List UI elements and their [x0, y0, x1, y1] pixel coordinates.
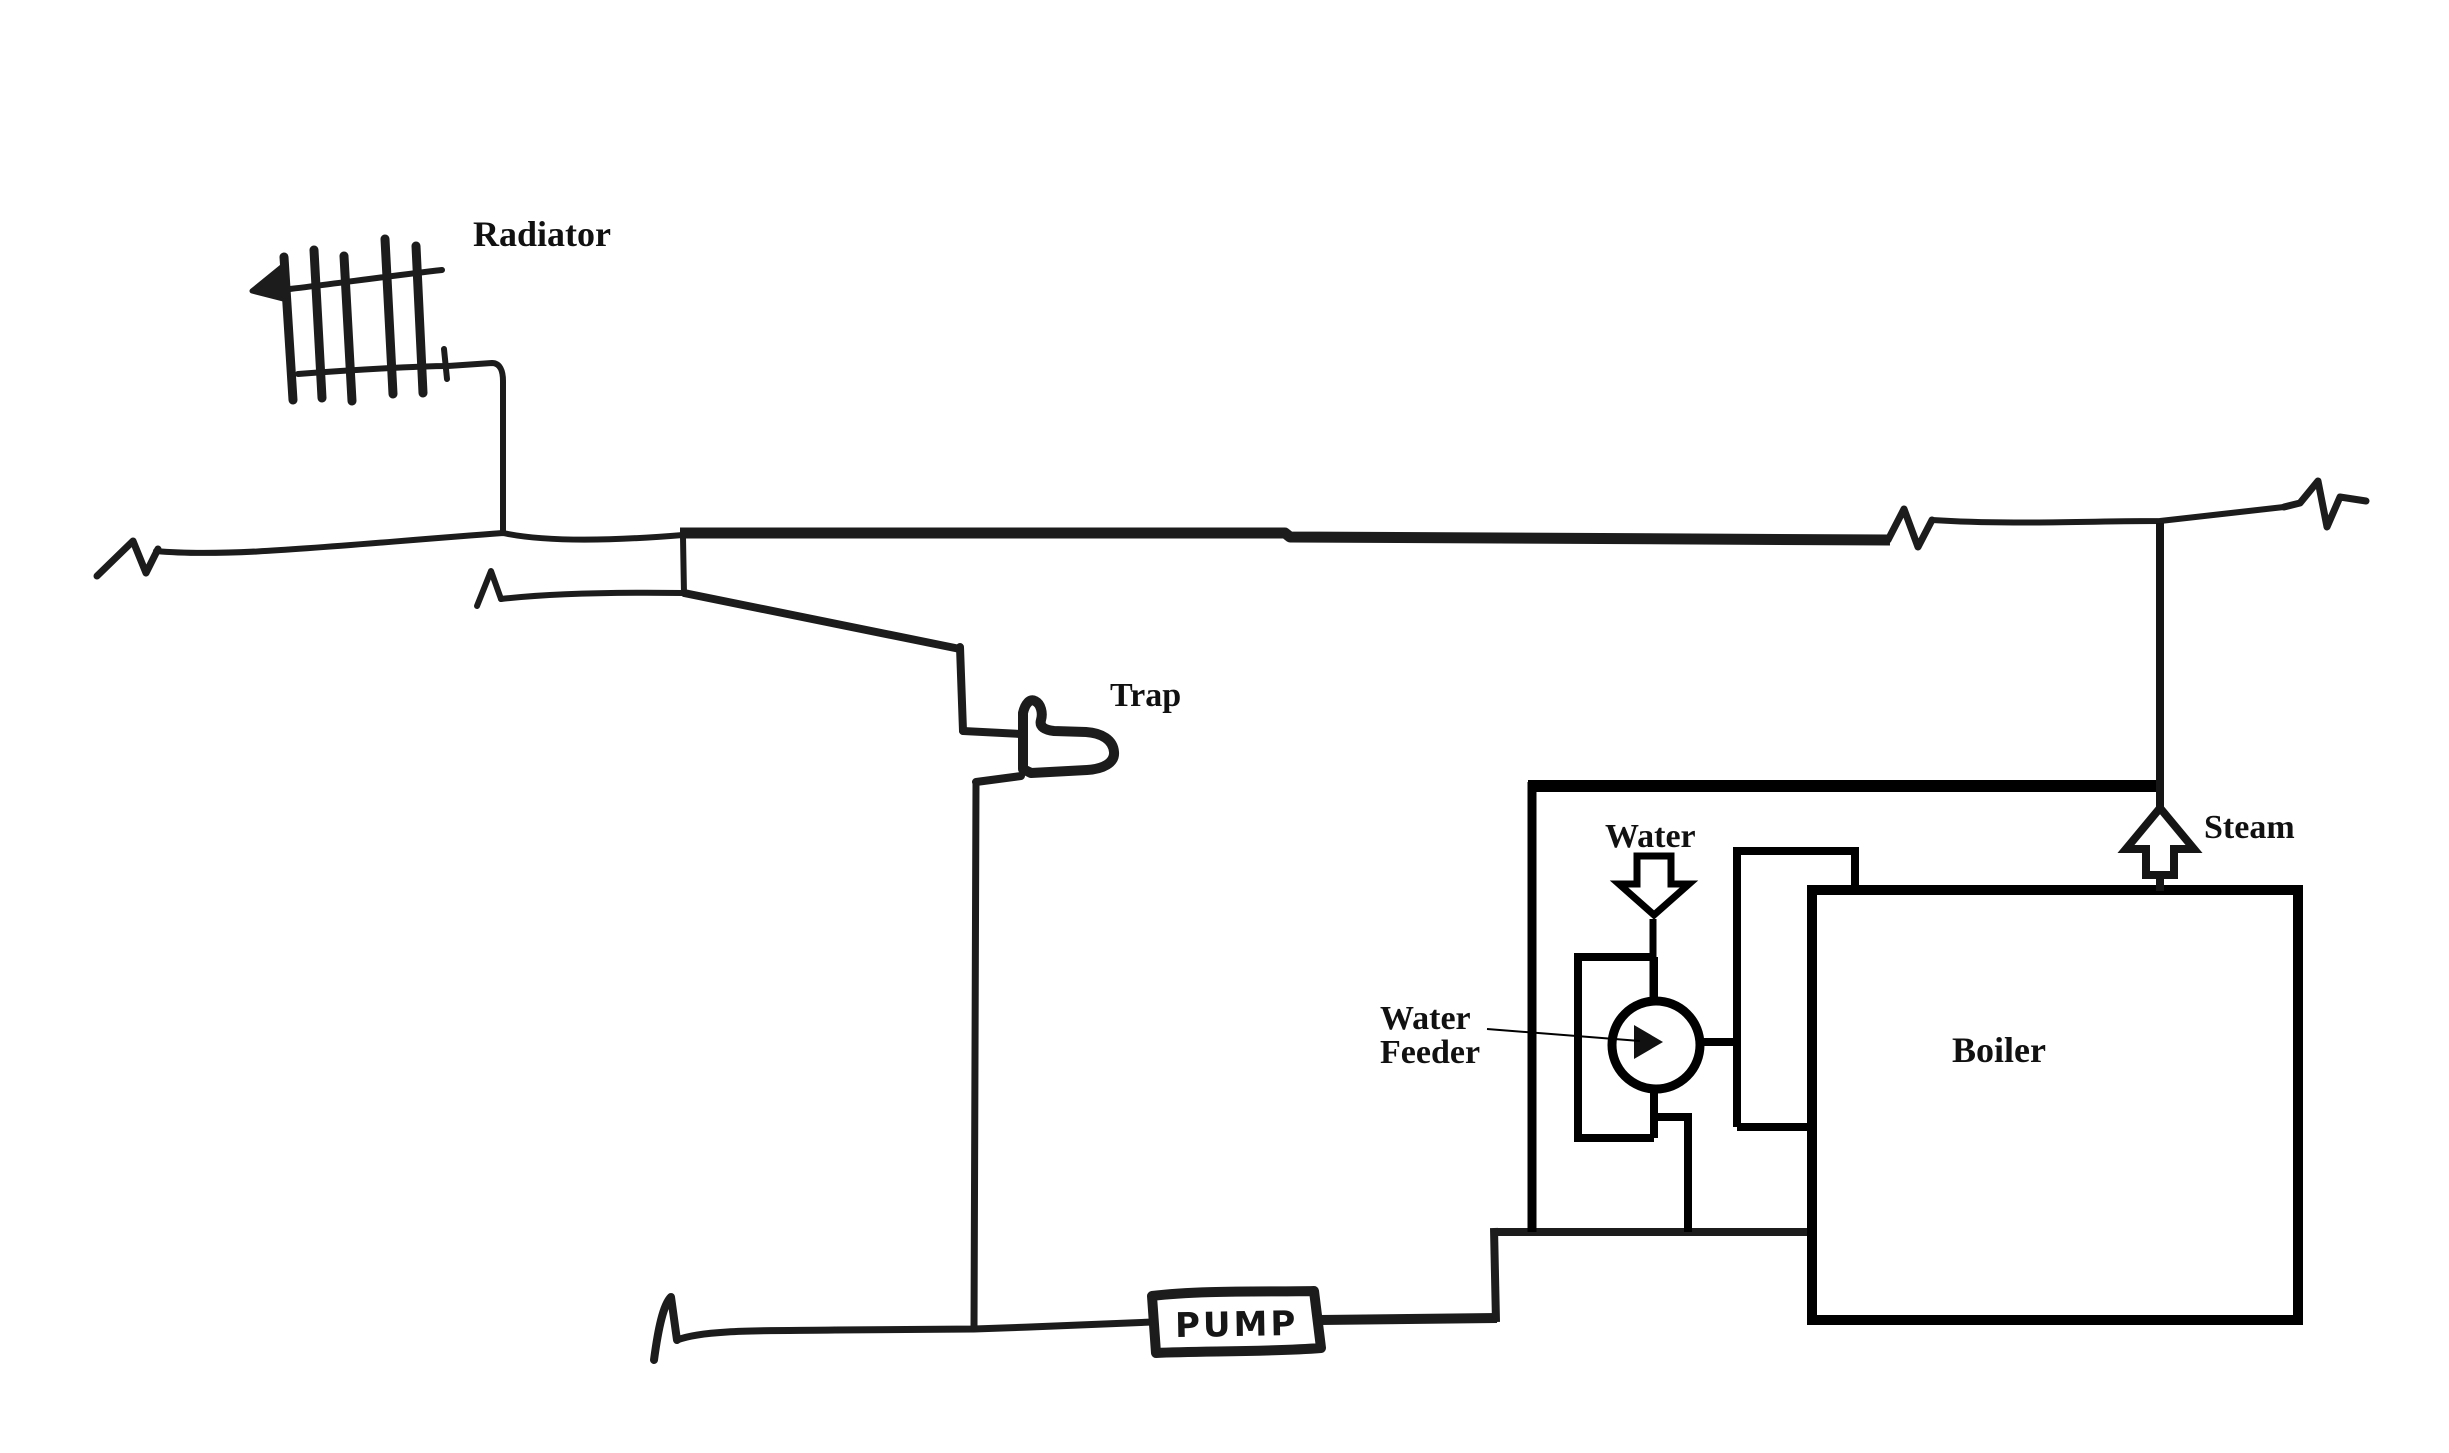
steam-main-right-segment — [1929, 504, 2287, 526]
radiator-section-3 — [339, 251, 357, 406]
steam-main-right-break-icon — [2280, 477, 2370, 531]
boiler-symbol — [1807, 885, 2303, 1325]
steam-main-pipe — [93, 477, 2370, 580]
radiator-label: Radiator — [473, 214, 611, 254]
radiator-section-1 — [279, 252, 298, 405]
return-branch — [474, 534, 961, 653]
pump-label: PUMP — [1175, 1304, 1299, 1346]
trap-inlet-vertical — [956, 643, 967, 735]
main-to-return-connector — [680, 534, 687, 597]
steam-label: Steam — [2204, 809, 2295, 846]
steam-riser — [2117, 523, 2203, 891]
return-step-up — [1490, 1227, 1500, 1323]
return-diagonal-to-trap — [683, 589, 961, 653]
pump-outlet-line — [1319, 1313, 1498, 1325]
radiator-valve-tick — [441, 346, 450, 382]
pump-box — [1147, 1286, 1326, 1358]
condensate-return-line — [650, 1227, 1816, 1364]
steam-main-left-break-icon — [93, 537, 162, 580]
return-line-break-icon — [650, 1293, 681, 1364]
return-break-icon — [474, 568, 504, 609]
radiator-symbol — [249, 234, 506, 534]
water-feeder-label-line2: Feeder — [1380, 1034, 1480, 1071]
feeder-flow-arrow-icon — [1634, 1025, 1663, 1059]
radiator-outlet-pipe — [295, 360, 506, 534]
steam-main-left-segment — [153, 530, 686, 556]
trap-drop-pipe — [970, 778, 980, 1332]
water-down-arrow-icon — [1609, 852, 1699, 920]
radiator-section-2 — [309, 245, 327, 403]
return-horizontal — [498, 589, 686, 602]
trap-body — [1018, 695, 1119, 778]
boiler-box — [1807, 885, 2303, 1325]
feeder-enclosure — [1527, 780, 2160, 1232]
trap-inlet-horizontal — [959, 727, 1025, 738]
water-feeder-assembly — [1486, 847, 1859, 1232]
trap-symbol — [956, 643, 1119, 1332]
radiator-section-5 — [411, 241, 428, 398]
water-label: Water — [1605, 818, 1696, 855]
boiler-label: Boiler — [1952, 1030, 2046, 1070]
steam-main-thick-segment — [680, 527, 1891, 546]
trap-outlet-horizontal — [972, 772, 1025, 786]
water-feeder-pointer-line — [1486, 1028, 1641, 1042]
water-feeder-label-line1: Water — [1380, 1000, 1471, 1037]
return-line-horizontal — [673, 1318, 1156, 1344]
trap-label: Trap — [1110, 677, 1181, 714]
steam-main-break-icon-2 — [1884, 505, 1936, 551]
steam-up-arrow-icon — [2117, 801, 2203, 879]
